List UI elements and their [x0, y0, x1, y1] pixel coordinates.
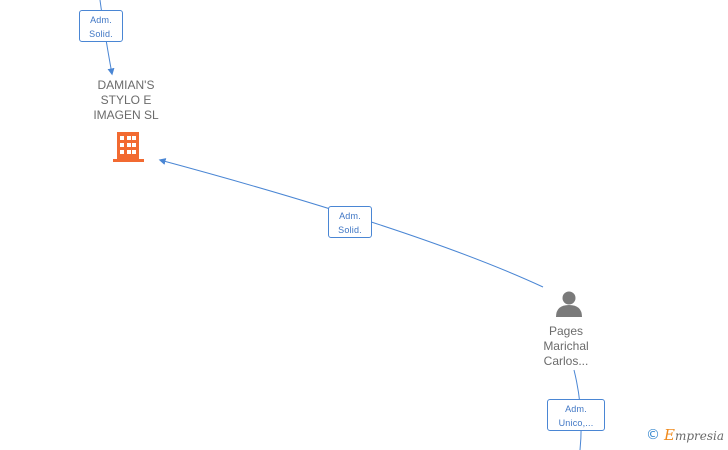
person-icon[interactable]	[556, 291, 582, 318]
brand-logo: Empresia	[664, 426, 724, 444]
brand-initial: E	[663, 426, 675, 444]
company-node-name[interactable]: DAMIAN'S STYLO E IMAGEN SL	[76, 78, 176, 123]
person-node-name[interactable]: Pages Marichal Carlos...	[526, 324, 606, 369]
edge-label-line: Adm.	[90, 15, 112, 25]
copyright-icon: ©	[645, 427, 660, 443]
edge-label-top[interactable]: Adm. Solid.	[79, 10, 123, 42]
edge-label-line: Solid.	[338, 225, 362, 235]
edge-label-middle[interactable]: Adm. Solid.	[328, 206, 372, 238]
building-icon[interactable]	[113, 132, 144, 162]
person-name-line: Marichal	[543, 339, 589, 353]
company-name-line: STYLO E	[100, 93, 152, 107]
edge-label-line: Unico,...	[558, 418, 594, 428]
company-name-line: DAMIAN'S	[97, 78, 155, 92]
empresia-watermark: © Empresia	[646, 426, 724, 444]
brand-rest: mpresia	[674, 429, 724, 443]
edge-label-line: Solid.	[89, 29, 113, 39]
edge-label-line: Adm.	[339, 211, 361, 221]
edge-person-to-company	[158, 158, 544, 288]
person-name-line: Carlos...	[543, 354, 589, 368]
edge-label-line: Adm.	[565, 404, 587, 414]
person-name-line: Pages	[548, 324, 584, 338]
company-name-line: IMAGEN SL	[93, 108, 159, 122]
edge-label-bottom[interactable]: Adm. Unico,...	[547, 399, 605, 431]
